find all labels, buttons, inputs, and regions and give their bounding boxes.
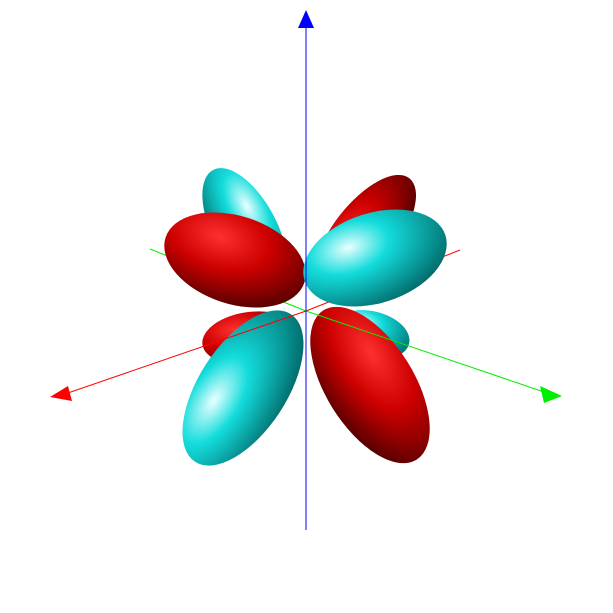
lobe-front-lower-left [182, 310, 304, 466]
lobe-front-lower-right [310, 306, 430, 464]
x-axis-arrow-icon [50, 386, 72, 401]
lobe-front-upper-right [303, 209, 447, 307]
y-axis-arrow-icon [540, 386, 562, 403]
z-axis-arrow-icon [298, 10, 314, 28]
lobe-front-upper-left [164, 212, 306, 308]
x-axis-front-segment [64, 310, 307, 395]
y-axis-front-segment [305, 310, 548, 394]
